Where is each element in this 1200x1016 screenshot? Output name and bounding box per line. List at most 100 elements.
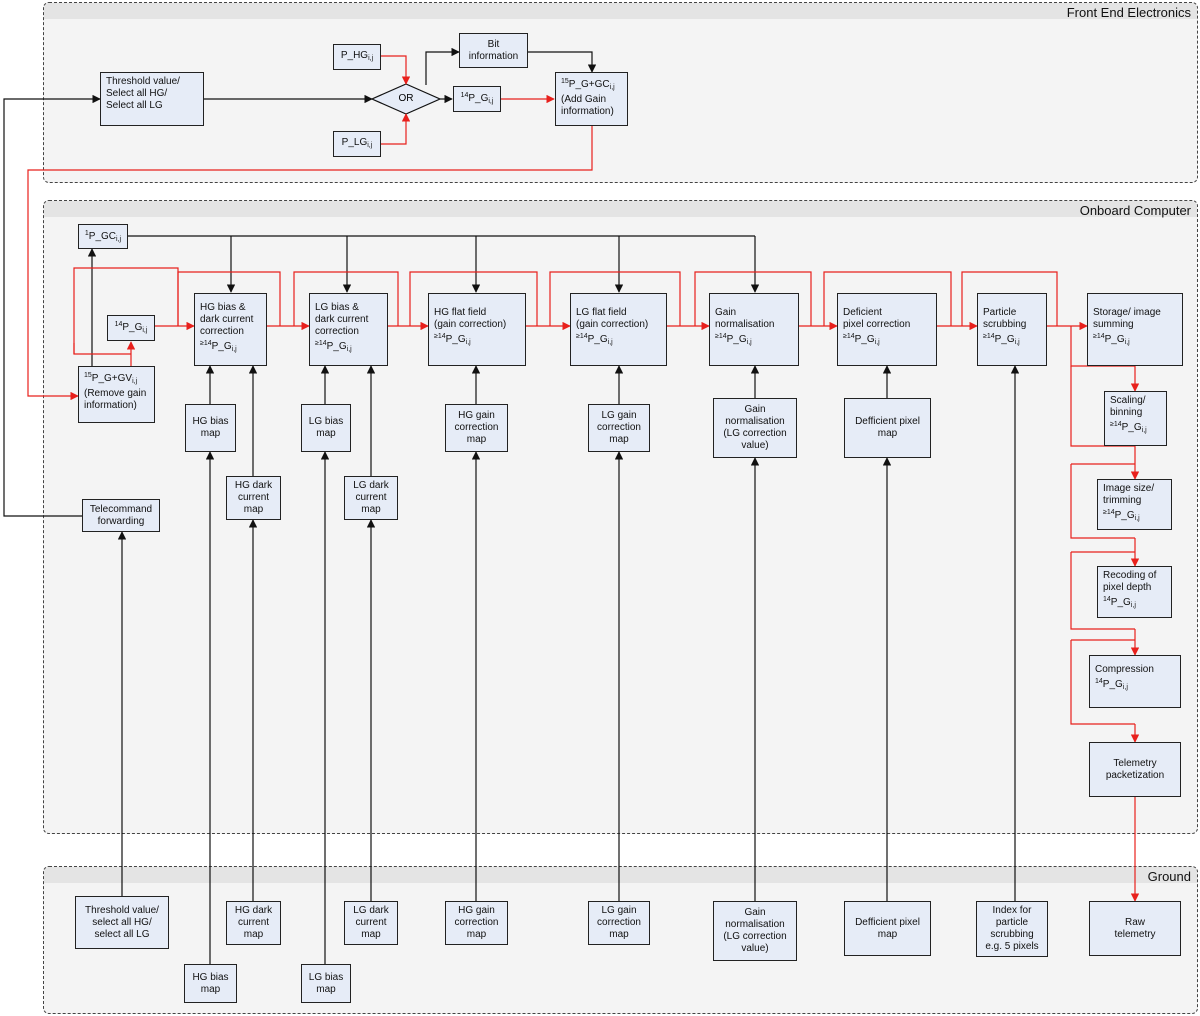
ground-deficient-pixel-map-box: Defficient pixel map (844, 901, 931, 956)
box-line: Threshold value/ (85, 904, 159, 916)
box-line: Gain (744, 907, 766, 918)
box-line: pixel depth (1103, 582, 1152, 593)
deficient-pixel-map-box: Defficient pixel map (844, 398, 931, 458)
region-header (44, 867, 1197, 883)
box-line: Gain (744, 404, 766, 415)
box-line: Defficient pixel (855, 416, 920, 427)
superscript: 14 (460, 92, 469, 99)
box-line: telemetry (1114, 928, 1156, 940)
p14-label: P_G (122, 322, 143, 333)
box-line: LG dark (353, 480, 389, 491)
p14-label: P_G (468, 93, 489, 104)
box-line: Index for (992, 905, 1032, 916)
gain-normalisation-box: Gain normalisation ≥14P_Gi,j (709, 293, 799, 366)
add-gain-info-box: 15P_G+GCi,j (Add Gain information) (555, 72, 628, 126)
superscript: ≥14 (843, 333, 855, 340)
superscript: 15 (561, 78, 569, 85)
box-line: correction (454, 422, 499, 433)
box-line: e.g. 5 pixels (985, 941, 1039, 952)
remove-gain-label: P_G+GV (91, 373, 133, 384)
p14-g-onboard-box: 14P_Gi,j (107, 315, 155, 341)
box-line: Particle (983, 307, 1017, 318)
subscript: i,j (746, 339, 752, 346)
box-line: map (609, 929, 629, 940)
add-gain-label: P_G+GC (568, 79, 610, 90)
box-line: packetization (1105, 769, 1165, 781)
subscript: i,j (1134, 515, 1140, 522)
region-title: Front End Electronics (1066, 5, 1191, 20)
deficient-pixel-correction-box: Deficient pixel correction ≥14P_Gi,j (837, 293, 937, 366)
hg-flat-field-box: HG flat field (gain correction) ≥14P_Gi,… (428, 293, 526, 366)
box-line: LG dark (353, 905, 389, 916)
box-line: LG bias (308, 971, 344, 983)
region-title: Ground (1147, 869, 1191, 884)
ground-lg-bias-map-box: LG bias map (301, 964, 351, 1003)
box-line: information) (561, 106, 614, 117)
p-hg-box: P_HGi,j (333, 44, 381, 70)
lg-bias-dark-correction-box: LG bias & dark current correction ≥14P_G… (309, 293, 388, 366)
threshold-select-box: Threshold value/ Select all HG/ Select a… (100, 72, 204, 126)
bit-information-box: Bit information (459, 33, 528, 68)
box-line: current (355, 492, 387, 503)
hg-bias-map-box: HG bias map (185, 404, 236, 452)
p-label: P_G (1104, 334, 1125, 345)
scaling-binning-box: Scaling/ binning ≥14P_Gi,j (1104, 391, 1167, 446)
box-line: map (361, 929, 381, 940)
lg-gain-correction-map-box: LG gain correction map (588, 404, 650, 452)
box-line: map (316, 983, 336, 995)
box-line: HG bias & (200, 302, 246, 313)
remove-gain-info-box: 15P_G+GVi,j (Remove gain information) (78, 366, 155, 423)
compression-box: Compression 14P_Gi,j (1089, 655, 1181, 708)
box-line: map (466, 434, 487, 445)
gain-normalisation-value-box: Gain normalisation (LG correction value) (713, 398, 797, 458)
box-line: map (877, 928, 898, 940)
superscript: 1 (84, 229, 89, 237)
box-line: map (200, 428, 221, 439)
subscript: i,j (874, 339, 880, 346)
p-label: P_G (854, 334, 875, 345)
box-line: value) (741, 943, 769, 954)
box-line: map (243, 504, 264, 515)
box-line: Defficient pixel (855, 916, 920, 928)
ground-raw-telemetry-box: Raw telemetry (1089, 901, 1181, 956)
p-label: P_G (994, 334, 1015, 345)
box-line: HG flat field (434, 307, 487, 318)
subscript: i,j (142, 327, 148, 334)
subscript: i,j (231, 346, 237, 353)
p-label: P_G (587, 334, 608, 345)
subscript: i,j (1124, 339, 1130, 346)
subscript: i,j (132, 378, 138, 385)
front-end-electronics-region: Front End Electronics (43, 2, 1198, 183)
storage-image-summing-box: Storage/ image summing ≥14P_Gi,j (1087, 293, 1183, 366)
subscript: i,j (1014, 339, 1020, 346)
ground-hg-dark-map-box: HG dark current map (226, 901, 281, 945)
box-line: HG bias (192, 971, 229, 983)
box-line: value) (741, 440, 769, 451)
subscript: i,j (607, 339, 613, 346)
ground-lg-dark-map-box: LG dark current map (344, 901, 398, 945)
box-line: normalisation (725, 919, 785, 930)
subscript: i,j (465, 339, 471, 346)
subscript: i,j (367, 141, 373, 149)
box-line: LG bias & (315, 302, 359, 313)
superscript: ≥14 (715, 333, 727, 340)
box-line: map (361, 504, 381, 515)
region-header (44, 3, 1197, 19)
box-line: LG gain (601, 410, 637, 421)
box-line: HG gain (458, 410, 495, 421)
box-line: forwarding (97, 515, 145, 527)
p-label: P_G (326, 341, 347, 352)
superscript: ≥14 (576, 333, 588, 340)
superscript: ≥14 (200, 340, 212, 347)
box-line: current (237, 917, 270, 928)
box-line: map (200, 983, 221, 995)
box-line: Scaling/ (1110, 395, 1146, 406)
box-line: select all HG/ (92, 916, 152, 928)
subscript: i,j (368, 54, 374, 62)
box-line: scrubbing (983, 319, 1027, 330)
or-label: OR (398, 93, 414, 104)
box-line: map (466, 929, 487, 940)
p-lg-box: P_LGi,j (333, 131, 381, 157)
hg-bias-dark-correction-box: HG bias & dark current correction ≥14P_G… (194, 293, 267, 366)
